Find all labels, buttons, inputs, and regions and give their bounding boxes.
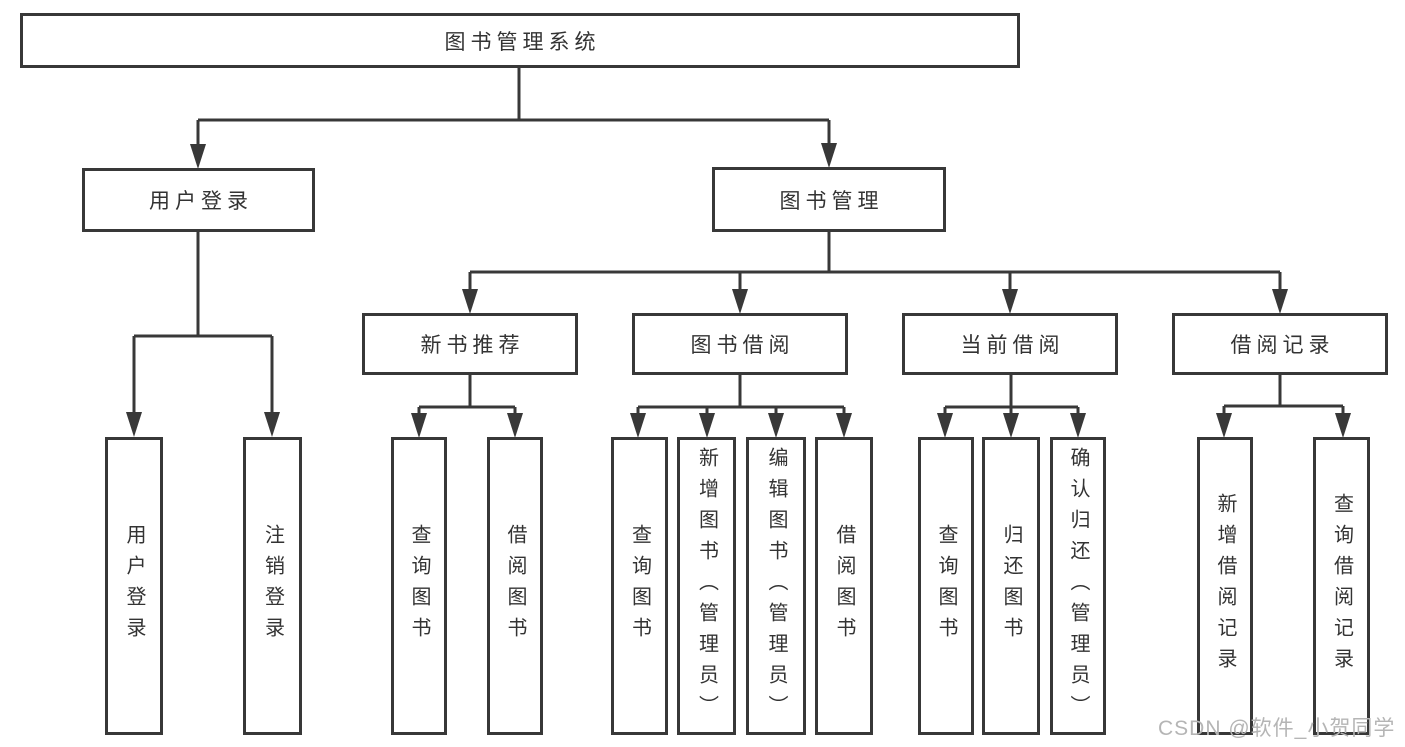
leaf-return-books: 归还图书 [982, 437, 1040, 735]
leaf-confirm-return-admin-label: 确认归还（管理员） [1067, 446, 1089, 726]
node-book-management: 图书管理 [712, 167, 946, 232]
leaf-borrow-books-recommend: 借阅图书 [487, 437, 543, 735]
node-borrowing-records-label: 借阅记录 [1230, 334, 1335, 357]
leaf-logout: 注销登录 [243, 437, 302, 735]
leaf-edit-book-admin: 编辑图书（管理员） [746, 437, 806, 735]
leaf-query-books-recommend: 查询图书 [391, 437, 447, 735]
leaf-confirm-return-admin: 确认归还（管理员） [1050, 437, 1106, 735]
leaf-query-books-borrowing: 查询图书 [611, 437, 668, 735]
node-new-book-recommend-label: 新书推荐 [420, 334, 525, 357]
node-user-login-label: 用户登录 [149, 190, 253, 213]
leaf-user-login: 用户登录 [105, 437, 163, 735]
node-book-borrowing: 图书借阅 [632, 313, 848, 375]
leaf-query-books-recommend-label: 查询图书 [408, 524, 430, 648]
leaf-borrow-books-borrowing-label: 借阅图书 [833, 524, 855, 648]
leaf-edit-book-admin-label: 编辑图书（管理员） [765, 446, 787, 726]
node-new-book-recommend: 新书推荐 [362, 313, 578, 375]
leaf-add-borrow-record-label: 新增借阅记录 [1214, 493, 1236, 679]
leaf-query-borrow-record-label: 查询借阅记录 [1330, 493, 1353, 679]
leaf-add-borrow-record: 新增借阅记录 [1197, 437, 1253, 735]
node-library-system: 图书管理系统 [20, 13, 1020, 68]
node-current-borrowing: 当前借阅 [902, 313, 1118, 375]
leaf-add-book-admin: 新增图书（管理员） [677, 437, 736, 735]
node-library-system-label: 图书管理系统 [444, 30, 601, 54]
node-book-management-label: 图书管理 [779, 189, 884, 213]
node-borrowing-records: 借阅记录 [1172, 313, 1388, 375]
node-book-borrowing-label: 图书借阅 [690, 334, 795, 357]
leaf-query-books-current: 查询图书 [918, 437, 974, 735]
node-user-login: 用户登录 [82, 168, 315, 232]
leaf-query-books-current-label: 查询图书 [935, 524, 957, 648]
csdn-watermark: CSDN @软件_小贺同学 [1158, 717, 1396, 740]
node-current-borrowing-label: 当前借阅 [960, 334, 1065, 357]
leaf-borrow-books-recommend-label: 借阅图书 [504, 524, 526, 648]
leaf-query-books-borrowing-label: 查询图书 [628, 524, 651, 648]
leaf-logout-label: 注销登录 [261, 524, 284, 648]
leaf-query-borrow-record: 查询借阅记录 [1313, 437, 1370, 735]
leaf-borrow-books-borrowing: 借阅图书 [815, 437, 873, 735]
leaf-add-book-admin-label: 新增图书（管理员） [695, 446, 718, 726]
leaf-user-login-label: 用户登录 [123, 524, 145, 648]
leaf-return-books-label: 归还图书 [1000, 524, 1022, 648]
